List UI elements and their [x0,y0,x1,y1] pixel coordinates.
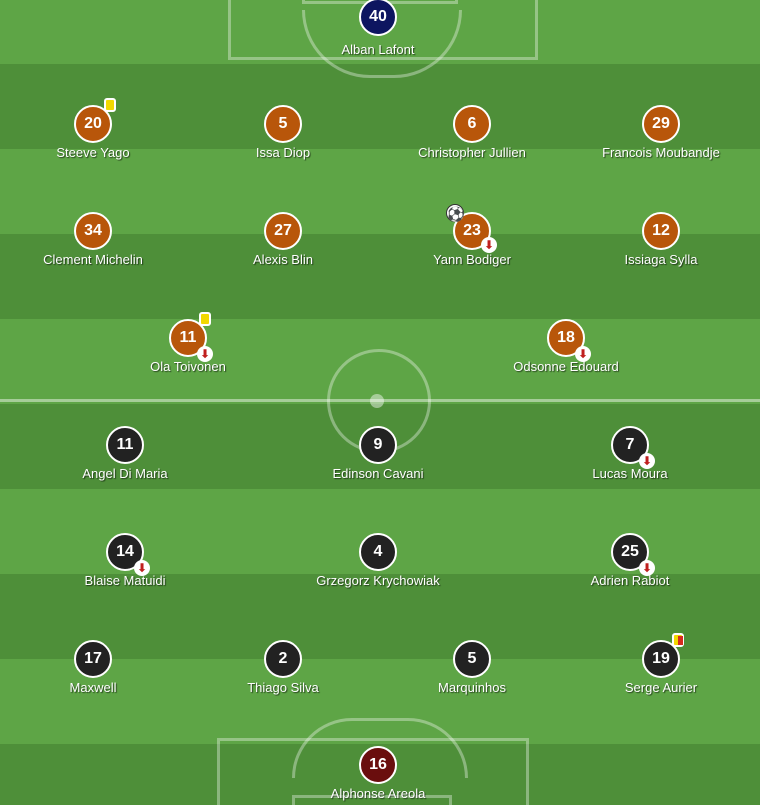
pitch-stripe [0,234,760,319]
player-away-defender-4[interactable]: 19 Serge Aurier [581,633,741,710]
center-spot [370,394,384,408]
player-away-midfielder-2[interactable]: 4 Grzegorz Krychowiak [298,533,458,603]
player-number-badge: 6 [453,105,491,143]
player-away-midfielder-3[interactable]: 25 Adrien Rabiot ⬇ [550,533,710,603]
player-name: Odsonne Edouard [513,359,619,374]
player-home-forward-2[interactable]: 18 Odsonne Edouard ⬇ [486,319,646,389]
player-home-goalkeeper[interactable]: 40 Alban Lafont [298,0,458,70]
player-away-forward-2[interactable]: 9 Edinson Cavani [298,426,458,496]
substitution-off-icon: ⬇ [134,560,150,576]
player-name: Angel Di Maria [82,466,168,481]
player-home-defender-4[interactable]: 29 Francois Moubandje [581,105,741,175]
player-name: Christopher Jullien [418,145,526,160]
player-number-badge: 18 [547,319,585,357]
pitch-stripe [0,659,760,744]
player-name: Alexis Blin [253,252,313,267]
player-name: Marquinhos [438,680,506,695]
player-name: Adrien Rabiot [590,573,670,588]
player-number-badge: 4 [359,533,397,571]
player-number-badge: 27 [264,212,302,250]
player-number-badge: 16 [359,746,397,784]
player-name: Thiago Silva [247,680,319,695]
player-name: Steeve Yago [56,145,130,160]
player-home-midfielder-1[interactable]: 34 Clement Michelin [13,212,173,282]
player-name: Lucas Moura [592,466,668,481]
player-name: Clement Michelin [43,252,143,267]
player-name: Issiaga Sylla [624,252,698,267]
player-name: Alphonse Areola [330,786,426,801]
yellow-card-icon [104,98,116,112]
player-name: Yann Bodiger [433,252,511,267]
player-name: Grzegorz Krychowiak [316,573,440,588]
player-home-midfielder-4[interactable]: 12 Issiaga Sylla [581,212,741,282]
substitution-off-icon: ⬇ [197,346,213,362]
player-away-goalkeeper[interactable]: 16 Alphonse Areola [298,746,458,805]
substitution-off-icon: ⬇ [575,346,591,362]
goal-ball-icon: ⚽ [446,204,465,222]
pitch-stripe [0,64,760,149]
pitch-stripe [0,149,760,234]
player-number-badge: 25 [611,533,649,571]
player-away-forward-1[interactable]: 11 Angel Di Maria [45,426,205,496]
player-number-badge: 34 [74,212,112,250]
player-number-badge: 5 [453,640,491,678]
player-number-badge: 5 [264,105,302,143]
yellow-card-icon [199,312,211,326]
player-name: Maxwell [69,680,117,695]
player-name: Serge Aurier [624,680,698,695]
player-home-defender-3[interactable]: 6 Christopher Jullien [392,105,552,175]
pitch-stripe [0,574,760,659]
player-away-defender-3[interactable]: 5 Marquinhos [392,640,552,710]
player-home-midfielder-2[interactable]: 27 Alexis Blin [203,212,363,282]
substitution-off-icon: ⬇ [481,237,497,253]
yellow-red-card-icon [672,633,684,647]
player-away-defender-1[interactable]: 17 Maxwell [13,640,173,710]
player-name: Alban Lafont [341,42,415,57]
player-name: Issa Diop [255,145,311,160]
bottom-penalty-box [217,738,529,805]
player-number-badge: 12 [642,212,680,250]
player-home-midfielder-3[interactable]: 23 Yann Bodiger ⚽ ⬇ [392,204,552,282]
player-home-forward-1[interactable]: 11 Ola Toivonen ⬇ [108,312,268,389]
player-name: Ola Toivonen [150,359,226,374]
player-away-midfielder-1[interactable]: 14 Blaise Matuidi ⬇ [45,533,205,603]
player-number-badge: 9 [359,426,397,464]
player-number-badge: 2 [264,640,302,678]
player-away-forward-3[interactable]: 7 Lucas Moura ⬇ [550,426,710,496]
player-number-badge: 40 [359,0,397,36]
player-name: Francois Moubandje [602,145,720,160]
player-name: Edinson Cavani [332,466,424,481]
player-name: Blaise Matuidi [84,573,166,588]
player-number-badge: 29 [642,105,680,143]
player-number-badge: 17 [74,640,112,678]
player-number-badge: 11 [106,426,144,464]
substitution-off-icon: ⬇ [639,560,655,576]
substitution-off-icon: ⬇ [639,453,655,469]
player-away-defender-2[interactable]: 2 Thiago Silva [203,640,363,710]
player-home-defender-1[interactable]: 20 Steeve Yago [13,98,173,175]
player-home-defender-2[interactable]: 5 Issa Diop [203,105,363,175]
player-number-badge: 19 [642,640,680,678]
bottom-goal-area [292,795,452,805]
